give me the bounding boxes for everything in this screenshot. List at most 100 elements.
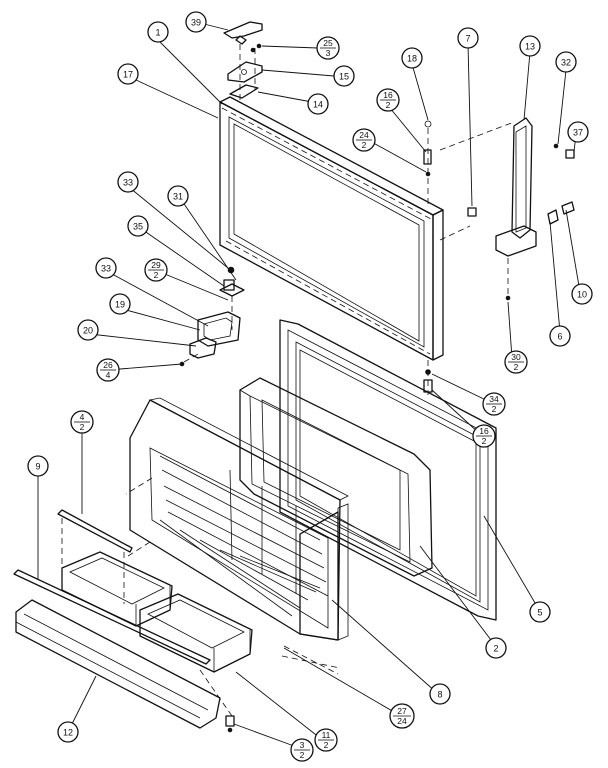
callout-5-num: 5 xyxy=(537,608,542,618)
callout-3: 3 2 xyxy=(290,738,314,762)
callout-30: 30 2 xyxy=(504,350,528,374)
callout-7: 7 xyxy=(457,27,479,49)
callout-9-num: 9 xyxy=(35,462,40,472)
callout-8-num: 8 xyxy=(437,690,442,700)
callout-16-lower: 16 2 xyxy=(472,424,496,448)
callout-33-lower-num: 33 xyxy=(101,264,111,274)
callout-14: 14 xyxy=(307,93,329,115)
callout-1: 1 xyxy=(147,21,169,43)
callout-27: 27 24 xyxy=(389,703,415,729)
callout-4-num: 4 xyxy=(80,412,85,422)
callout-25: 25 3 xyxy=(316,36,340,60)
callout-11-num: 11 xyxy=(322,730,331,740)
callout-16-upper-num: 16 xyxy=(383,90,393,100)
callout-29-num: 29 xyxy=(151,260,161,270)
callout-29: 29 2 xyxy=(144,258,168,282)
callout-6-num: 6 xyxy=(557,332,562,342)
door-bin-left xyxy=(61,551,173,627)
hinge-bracket xyxy=(439,117,575,301)
callout-3-den: 2 xyxy=(300,750,305,760)
callout-27-den: 24 xyxy=(397,716,407,726)
right-hinge-hardware xyxy=(423,120,433,395)
callout-5: 5 xyxy=(529,601,551,623)
callout-18-num: 18 xyxy=(407,54,417,64)
door-gasket xyxy=(279,319,497,621)
callout-15-num: 15 xyxy=(339,72,349,82)
callout-39: 39 xyxy=(185,11,207,33)
callout-32-num: 32 xyxy=(561,58,571,68)
callout-24: 24 2 xyxy=(352,128,376,152)
callout-7-num: 7 xyxy=(465,34,470,44)
callout-19: 19 xyxy=(109,293,131,315)
callout-15: 15 xyxy=(333,65,355,87)
callout-11-den: 2 xyxy=(324,740,329,750)
callout-34-den: 2 xyxy=(492,404,497,414)
callout-34-num: 34 xyxy=(489,394,499,404)
callout-26: 26 4 xyxy=(96,358,120,382)
callout-13-num: 13 xyxy=(525,42,535,52)
callout-26-num: 26 xyxy=(103,360,113,370)
callout-16-lower-num: 16 xyxy=(479,426,489,436)
callout-16-upper: 16 2 xyxy=(376,88,400,112)
callout-4: 4 2 xyxy=(70,410,94,434)
callout-2: 2 xyxy=(485,637,507,659)
top-hinge xyxy=(227,61,263,83)
callout-4-den: 2 xyxy=(80,422,85,432)
callout-19-num: 19 xyxy=(115,300,125,310)
callout-6: 6 xyxy=(549,325,571,347)
callout-33-upper: 33 xyxy=(117,171,139,193)
door-outer-panel xyxy=(219,96,444,361)
lower-rail xyxy=(13,569,211,665)
callout-13: 13 xyxy=(519,35,541,57)
callout-17-num: 17 xyxy=(123,70,133,80)
callout-16-lower-den: 2 xyxy=(482,436,487,446)
callout-10-num: 10 xyxy=(577,290,587,300)
callout-12-num: 12 xyxy=(63,728,73,738)
callout-33-lower: 33 xyxy=(95,257,117,279)
callout-1-num: 1 xyxy=(155,28,160,38)
callout-20-num: 20 xyxy=(83,326,93,336)
callout-18: 18 xyxy=(401,47,423,69)
callout-10: 10 xyxy=(571,283,593,305)
callout-25-den: 3 xyxy=(326,48,331,58)
callout-33-upper-num: 33 xyxy=(123,178,133,188)
callout-30-num: 30 xyxy=(511,352,521,362)
top-hinge-assembly xyxy=(223,21,263,100)
callout-27-num: 27 xyxy=(397,706,407,716)
callout-14-num: 14 xyxy=(313,100,323,110)
callout-12: 12 xyxy=(57,721,79,743)
door-rails xyxy=(13,509,211,665)
upper-rail xyxy=(57,509,133,553)
callout-37-num: 37 xyxy=(573,128,583,138)
callout-31-num: 31 xyxy=(173,192,183,202)
callout-16-upper-den: 2 xyxy=(386,100,391,110)
shelf-frame xyxy=(129,397,349,641)
door-shelf-trim xyxy=(15,599,235,733)
door-bin-right xyxy=(139,593,253,673)
assembly-lines xyxy=(125,477,341,717)
door-liner xyxy=(239,377,433,577)
callout-37: 37 xyxy=(567,121,589,143)
callout-30-den: 2 xyxy=(514,362,519,372)
callout-20: 20 xyxy=(77,319,99,341)
callout-34: 34 2 xyxy=(482,392,506,416)
callout-8: 8 xyxy=(429,683,451,705)
callout-26-den: 4 xyxy=(106,370,111,380)
callout-11: 11 2 xyxy=(314,728,338,752)
callout-17: 17 xyxy=(117,63,139,85)
door-stop-bracket xyxy=(197,311,241,347)
callout-25-num: 25 xyxy=(323,38,333,48)
hinge-shim xyxy=(229,84,259,99)
callout-29-den: 2 xyxy=(154,270,159,280)
callout-35-num: 35 xyxy=(133,222,143,232)
callout-9: 9 xyxy=(27,455,49,477)
leader-lines xyxy=(37,21,581,747)
callout-3-num: 3 xyxy=(300,740,305,750)
callout-35: 35 xyxy=(127,215,149,237)
callout-2-num: 2 xyxy=(493,644,498,654)
callout-24-num: 24 xyxy=(359,130,369,140)
callout-39-num: 39 xyxy=(191,18,201,28)
callout-32: 32 xyxy=(555,51,577,73)
hinge-cover xyxy=(223,21,263,39)
